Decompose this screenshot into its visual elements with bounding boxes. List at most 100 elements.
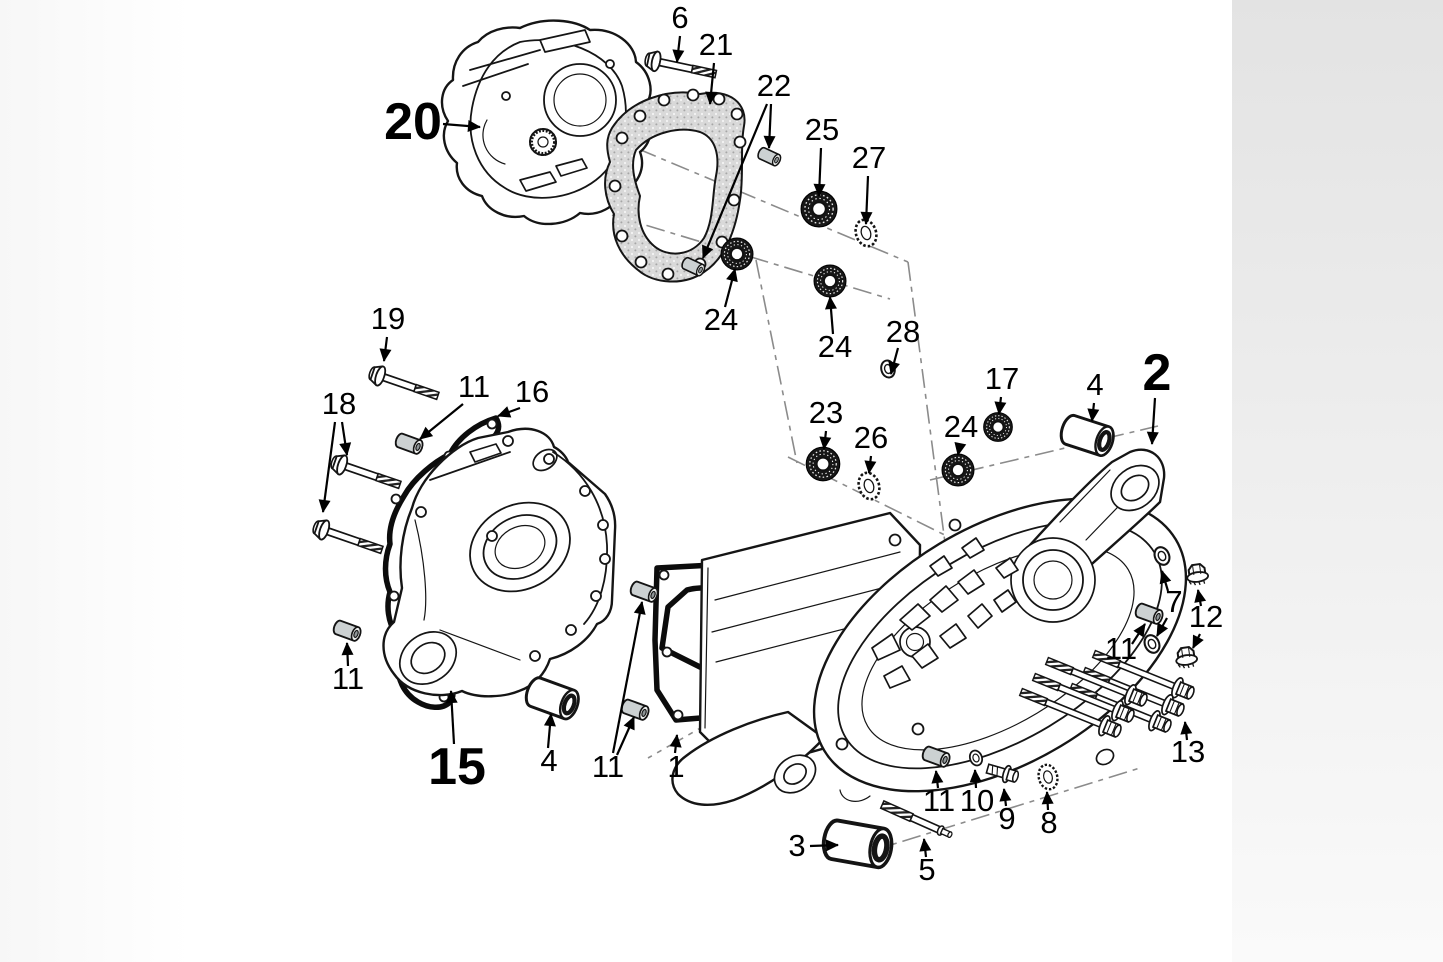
callout-5-25: 5 — [918, 838, 936, 887]
leader-arrow — [1194, 589, 1207, 607]
part-label-24: 24 — [818, 329, 852, 364]
part-5-stud-bolt — [879, 799, 953, 839]
leader-arrow — [1156, 617, 1169, 637]
callout-11-26: 11 — [923, 770, 955, 818]
leader-arrow — [864, 455, 877, 474]
callout-15-19: 15 — [428, 690, 486, 796]
callout-4-21: 4 — [540, 713, 558, 778]
part-20-transmission-cover — [440, 19, 653, 226]
part-label-19: 19 — [371, 301, 405, 336]
leader-arrow — [445, 690, 458, 745]
callout-9-28: 9 — [998, 788, 1016, 836]
leader-arrow — [723, 268, 738, 308]
part-label-28: 28 — [886, 314, 920, 349]
leader-arrow — [379, 336, 392, 362]
callout-20-0: 20 — [384, 93, 481, 151]
callout-23-9: 23 — [809, 395, 843, 450]
callout-17-12: 17 — [985, 361, 1019, 415]
part-15-crankcase-left — [382, 427, 617, 698]
part-label-10: 10 — [960, 783, 994, 818]
leader-arrow — [954, 442, 967, 456]
leader-arrow — [994, 396, 1007, 415]
callout-28-8: 28 — [886, 314, 920, 375]
leader-arrow — [442, 120, 481, 133]
leader-arrow — [615, 716, 636, 756]
part-label-6: 6 — [671, 0, 688, 35]
leader-arrow — [919, 838, 932, 858]
leader-arrow — [969, 769, 982, 789]
callout-3-24: 3 — [788, 828, 839, 863]
part-2-crankcase-right — [671, 448, 1188, 806]
part-label-9: 9 — [998, 801, 1015, 836]
part-17-oil-seal — [982, 411, 1014, 443]
part-24-bearing — [813, 264, 847, 298]
part-23-oil-seal — [805, 446, 841, 482]
right-margin-shade — [1232, 0, 1443, 962]
callout-13-33: 13 — [1171, 721, 1205, 769]
part-label-26: 26 — [854, 420, 888, 455]
callout-11-16: 11 — [419, 369, 490, 440]
callout-16-17: 16 — [497, 374, 549, 418]
part-label-21: 21 — [699, 27, 733, 62]
part-label-23: 23 — [809, 395, 843, 430]
leader-arrow — [888, 347, 900, 375]
callout-25-4: 25 — [805, 112, 839, 197]
leader-arrow — [497, 406, 521, 418]
part-label-18: 18 — [322, 386, 356, 421]
callout-24-11: 24 — [944, 409, 978, 456]
part-label-17: 17 — [985, 361, 1019, 396]
callout-21-2: 21 — [699, 27, 733, 105]
callout-4-13: 4 — [1086, 367, 1104, 422]
part-label-11: 11 — [1105, 631, 1137, 666]
part-label-11: 11 — [592, 749, 624, 784]
leader-arrow — [824, 296, 837, 335]
leader-arrow — [1180, 721, 1193, 741]
part-label-12: 12 — [1189, 599, 1223, 634]
part-label-2: 2 — [1143, 344, 1172, 402]
callout-24-7: 24 — [818, 296, 852, 364]
leader-arrow — [1146, 397, 1159, 445]
callout-12-31: 12 — [1189, 589, 1223, 649]
part-label-25: 25 — [805, 112, 839, 147]
callout-1-23: 1 — [667, 734, 685, 784]
callout-27-5: 27 — [852, 140, 886, 225]
leader-arrow — [318, 421, 337, 513]
callout-11-22: 11 — [592, 601, 646, 784]
leader-arrow — [763, 103, 776, 149]
leader-arrow — [611, 601, 646, 754]
part-label-7: 7 — [1165, 584, 1182, 619]
leader-arrow — [813, 147, 826, 197]
leader-arrow — [999, 788, 1012, 807]
part-label-13: 13 — [1171, 734, 1205, 769]
part-label-27: 27 — [852, 140, 886, 175]
callout-7-30: 7 — [1156, 570, 1183, 637]
part-label-20: 20 — [384, 93, 442, 151]
callout-22-3: 22 — [701, 68, 791, 259]
leader-arrow — [672, 35, 685, 63]
leader-arrow — [543, 713, 556, 749]
callout-19-15: 19 — [371, 301, 405, 362]
part-label-5: 5 — [918, 852, 935, 887]
part-label-4: 4 — [540, 743, 557, 778]
callout-6-1: 6 — [671, 0, 689, 63]
callout-11-32: 11 — [1105, 623, 1146, 666]
part-25-bearing — [800, 190, 838, 228]
leader-arrow — [809, 839, 839, 852]
case-web-lattice — [871, 537, 1019, 689]
part-label-8: 8 — [1040, 805, 1057, 840]
leader-arrow — [819, 430, 832, 450]
callout-26-10: 26 — [854, 420, 888, 474]
part-label-22: 22 — [757, 68, 791, 103]
leader-arrow — [705, 62, 718, 105]
part-label-11: 11 — [458, 369, 490, 404]
leader-arrow — [1159, 570, 1172, 592]
part-label-15: 15 — [428, 738, 486, 796]
part-label-4: 4 — [1086, 367, 1103, 402]
leader-arrow — [931, 770, 944, 789]
part-24-bearing — [941, 453, 975, 487]
part-label-11: 11 — [923, 783, 955, 818]
part-label-1: 1 — [667, 749, 684, 784]
